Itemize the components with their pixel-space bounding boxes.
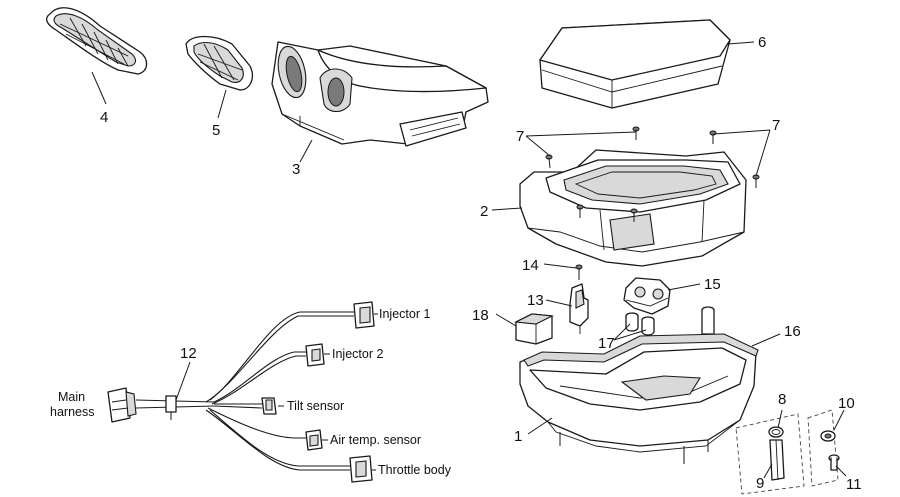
main-harness-connector: [107, 387, 137, 423]
part-18-block: [514, 313, 554, 345]
callout-6: 6: [758, 34, 766, 51]
callout-14: 14: [522, 257, 539, 274]
callout-leaders: [91, 41, 847, 479]
grommet: [641, 316, 655, 336]
label-tilt-sensor: Tilt sensor: [287, 399, 344, 413]
part-14-screw: [575, 264, 583, 280]
screw: [752, 174, 760, 188]
callout-11: 11: [846, 476, 862, 493]
part-1-airbox-lower: [519, 333, 759, 464]
screw: [709, 130, 717, 144]
group-box-8-9: [735, 413, 805, 495]
group-box-10-11: [807, 409, 839, 487]
part-15-bracket: [623, 277, 671, 315]
callout-4: 4: [100, 109, 108, 126]
part-13-sensor: [569, 283, 589, 334]
injector-1-connector: [353, 301, 378, 329]
part-4-intake-duct: [45, 7, 148, 75]
label-throttle-body: Throttle body: [378, 463, 452, 477]
part-2-airbox-upper: [519, 149, 747, 267]
callout-8: 8: [778, 391, 786, 408]
harness-labels: Injector 1 Injector 2 Tilt sensor Air te…: [50, 307, 452, 477]
injector-2-connector: [305, 343, 330, 367]
screw: [630, 208, 638, 222]
callout-7-left: 7: [516, 128, 524, 145]
part-9-drain-hose: [769, 439, 785, 481]
air-temp-sensor-connector: [305, 429, 328, 451]
callout-18: 18: [472, 307, 489, 324]
label-injector-1: Injector 1: [379, 307, 430, 321]
part-8-clamp: [768, 426, 784, 438]
callout-15: 15: [704, 276, 721, 293]
label-main-harness-line1: Main: [58, 390, 85, 404]
part-3-airbox-cover: [271, 41, 489, 147]
callout-numbers: 4 5 3 6 7 7 2 14 13 15 18 17 16 1 8 9 10…: [100, 34, 862, 493]
screw: [632, 126, 640, 140]
part-10-clip: [820, 430, 836, 442]
label-air-temp-sensor: Air temp. sensor: [330, 433, 421, 447]
callout-5: 5: [212, 122, 220, 139]
screw: [545, 154, 553, 169]
throttle-body-connector: [349, 455, 376, 483]
callout-9: 9: [756, 475, 764, 492]
callout-1: 1: [514, 428, 522, 445]
part-5-intake-grille: [185, 35, 254, 91]
callout-13: 13: [527, 292, 544, 309]
callout-2: 2: [480, 203, 488, 220]
callout-10: 10: [838, 395, 855, 412]
part-lower-nozzle: [701, 306, 715, 335]
grommet: [625, 312, 639, 332]
screw: [576, 204, 584, 218]
callout-12: 12: [180, 345, 197, 362]
tilt-sensor-connector: [261, 397, 284, 415]
part-6-air-filter: [539, 19, 731, 109]
callout-16: 16: [784, 323, 801, 340]
callout-3: 3: [292, 161, 300, 178]
label-main-harness-line2: harness: [50, 405, 94, 419]
label-injector-2: Injector 2: [332, 347, 383, 361]
part-12-wiring-harness: [107, 301, 378, 483]
callout-7-right: 7: [772, 117, 780, 134]
part-11-plug: [828, 454, 840, 471]
callout-17: 17: [598, 335, 615, 352]
